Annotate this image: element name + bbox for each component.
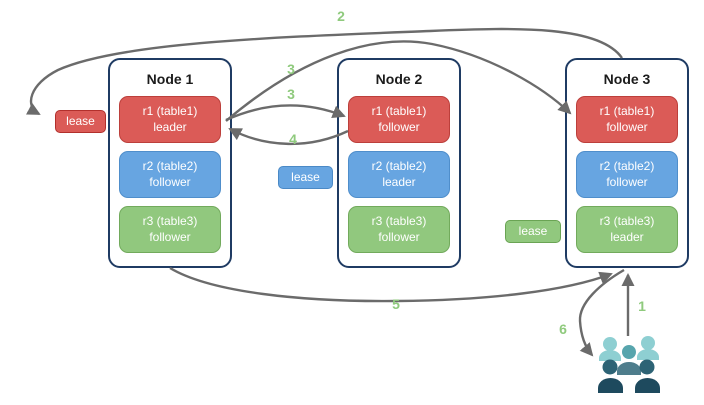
replica-label: r2 (table2): [599, 158, 655, 173]
replica-label: r2 (table2): [371, 158, 427, 173]
replica-label: r3 (table3): [142, 213, 198, 228]
replica-label: r2 (table2): [142, 158, 198, 173]
lease-badge-r2: lease: [278, 166, 333, 189]
step-label-4: 4: [289, 131, 297, 147]
replica-role: follower: [149, 229, 191, 244]
node-2: Node 2 r1 (table1) follower r2 (table2) …: [337, 58, 461, 268]
step-label-5: 5: [392, 296, 400, 312]
replica-role: follower: [149, 174, 191, 189]
lease-badge-r3: lease: [505, 220, 561, 243]
replica-role: leader: [153, 119, 187, 134]
step-label-2: 2: [337, 8, 345, 24]
node-3-replica-r3: r3 (table3) leader: [576, 206, 678, 253]
node-3: Node 3 r1 (table1) follower r2 (table2) …: [565, 58, 689, 268]
node-3-replica-r2: r2 (table2) follower: [576, 151, 678, 198]
replica-role: follower: [606, 119, 648, 134]
step-label-3-to-node3: 3: [287, 61, 295, 77]
lease-badge-r1: lease: [55, 110, 106, 133]
arrow-step-3-to-node2: [225, 104, 346, 122]
node-1: Node 1 r1 (table1) leader r2 (table2) fo…: [108, 58, 232, 268]
step-label-6: 6: [559, 321, 567, 337]
replica-label: r1 (table1): [599, 103, 655, 118]
node-2-replica-r1: r1 (table1) follower: [348, 96, 450, 143]
node-1-replica-r3: r3 (table3) follower: [119, 206, 221, 253]
replica-label: r3 (table3): [371, 213, 427, 228]
node-3-replica-r1: r1 (table1) follower: [576, 96, 678, 143]
node-1-replica-r1: r1 (table1) leader: [119, 96, 221, 143]
replica-role: leader: [382, 174, 416, 189]
replica-label: r1 (table1): [371, 103, 427, 118]
step-label-1: 1: [638, 298, 646, 314]
replica-role: follower: [378, 119, 420, 134]
node-2-title: Node 2: [375, 71, 423, 87]
replica-label: r1 (table1): [142, 103, 198, 118]
node-2-replica-r3: r3 (table3) follower: [348, 206, 450, 253]
node-1-title: Node 1: [146, 71, 194, 87]
replica-role: follower: [606, 174, 648, 189]
node-2-replica-r2: r2 (table2) leader: [348, 151, 450, 198]
node-3-title: Node 3: [603, 71, 651, 87]
replica-role: leader: [610, 229, 644, 244]
node-1-replica-r2: r2 (table2) follower: [119, 151, 221, 198]
replica-label: r3 (table3): [599, 213, 655, 228]
users-icon: [598, 336, 660, 393]
step-label-3-to-node2: 3: [287, 86, 295, 102]
replica-role: follower: [378, 229, 420, 244]
